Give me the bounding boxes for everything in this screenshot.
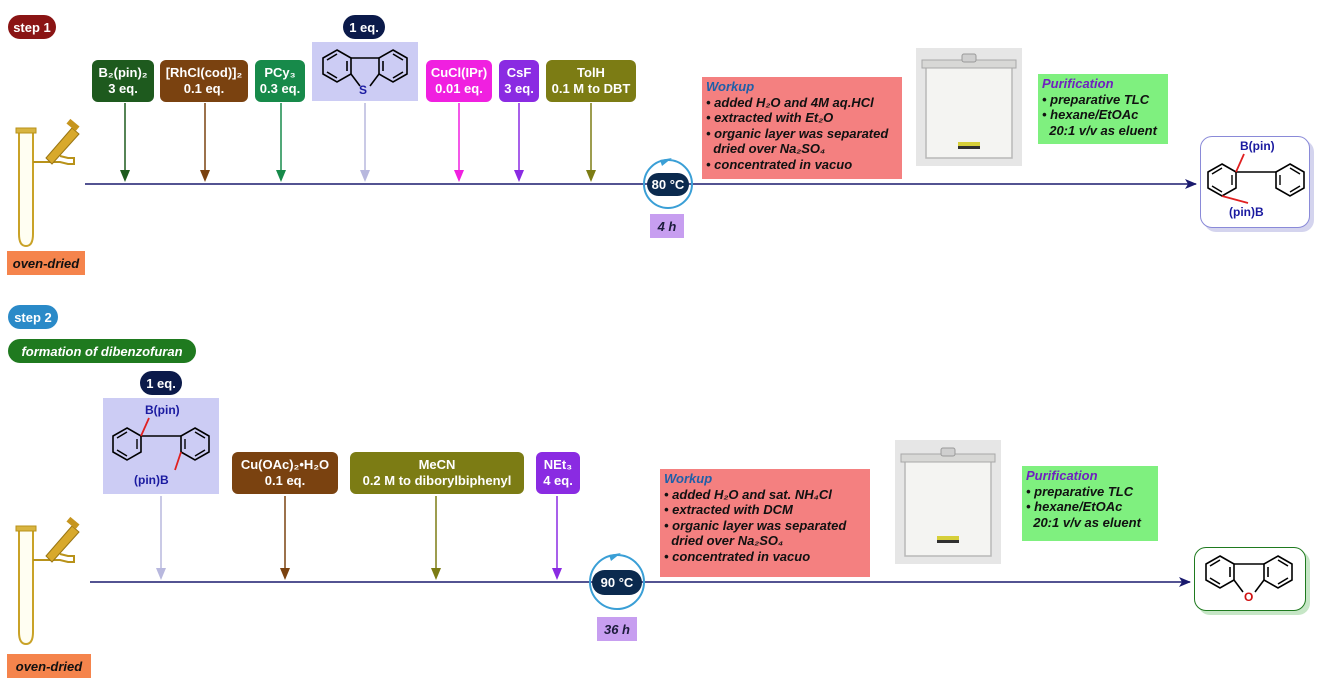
reagent-cucl-ipr: CuCl(IPr) 0.01 eq. bbox=[426, 60, 492, 102]
purification-title: Purification bbox=[1042, 76, 1114, 91]
reagent-net3: NEt₃ 4 eq. bbox=[536, 452, 580, 494]
step2-addition-arrows bbox=[156, 496, 562, 580]
substrate-bpin-bottom: (pin)B bbox=[134, 473, 169, 487]
workup-item: • extracted with DCM bbox=[664, 502, 793, 517]
workup-item: dried over Na₂SO₄ bbox=[706, 141, 826, 156]
step2-oven-dried-tag: oven-dried bbox=[7, 654, 91, 678]
step1-workup-box: Workup • added H₂O and 4M aq.HCl • extra… bbox=[702, 77, 902, 179]
reagent-amount: 0.1 M to DBT bbox=[551, 81, 631, 96]
reagent-amount: 0.2 M to diborylbiphenyl bbox=[362, 473, 512, 488]
dibenzothiophene-structure bbox=[322, 49, 408, 87]
reagent-name: PCy₃ bbox=[264, 65, 296, 80]
reagent-name: MeCN bbox=[418, 457, 456, 472]
reagent-name: NEt₃ bbox=[543, 457, 573, 472]
product-bpin-top: B(pin) bbox=[1240, 139, 1275, 153]
step1-dbt-box bbox=[312, 42, 418, 101]
reagent-name: Cu(OAc)₂•H₂O bbox=[240, 457, 330, 472]
reagent-name: B₂(pin)₂ bbox=[98, 65, 148, 80]
workup-item: • added H₂O and sat. NH₄Cl bbox=[664, 486, 832, 502]
oxygen-atom-label: O bbox=[1244, 590, 1254, 604]
step2-workup-box: Workup • added H₂O and sat. NH₄Cl • extr… bbox=[660, 469, 870, 577]
purification-item: • hexane/EtOAc bbox=[1026, 499, 1123, 514]
step1-addition-arrows bbox=[120, 103, 596, 182]
purification-item: • preparative TLC bbox=[1026, 483, 1134, 499]
step2-substrate-box bbox=[103, 398, 219, 494]
purification-item: • hexane/EtOAc bbox=[1042, 107, 1139, 122]
product-bpin-bottom: (pin)B bbox=[1229, 205, 1264, 219]
reagent-name: [RhCl(cod)]₂ bbox=[165, 65, 243, 80]
reagent-amount: 3 eq. bbox=[108, 81, 138, 96]
reagent-rhcl-cod: [RhCl(cod)]₂ 0.1 eq. bbox=[160, 60, 248, 102]
step1-tlc-jar-icon bbox=[916, 48, 1022, 166]
workup-item: • concentrated in vacuo bbox=[664, 548, 811, 564]
reagent-name: TolH bbox=[577, 65, 605, 80]
purification-item: • preparative TLC bbox=[1042, 91, 1150, 107]
step2-purification-box: Purification • preparative TLC • hexane/… bbox=[1022, 466, 1158, 541]
step2-subtitle: formation of dibenzofuran bbox=[8, 339, 196, 363]
reagent-name: CsF bbox=[506, 65, 532, 80]
step1-temperature: 80 °C bbox=[647, 173, 689, 196]
workup-title: Workup bbox=[706, 79, 755, 94]
step2-flask-icon bbox=[15, 516, 80, 646]
reagent-tolh: TolH 0.1 M to DBT bbox=[546, 60, 636, 102]
workup-item: • concentrated in vacuo bbox=[706, 156, 853, 172]
reagent-mecn: MeCN 0.2 M to diborylbiphenyl bbox=[350, 452, 524, 494]
reagent-amount: 0.3 eq. bbox=[259, 81, 301, 96]
reagent-name: CuCl(IPr) bbox=[430, 65, 488, 80]
purification-item: 20:1 v/v as eluent bbox=[1026, 514, 1141, 530]
step2-tlc-jar-icon bbox=[895, 440, 1001, 564]
workup-item: • organic layer was separated bbox=[664, 517, 847, 533]
step1-product-box bbox=[1200, 136, 1310, 228]
purification-item: 20:1 v/v as eluent bbox=[1042, 122, 1157, 138]
workup-item: • added H₂O and 4M aq.HCl bbox=[706, 94, 874, 110]
sulfur-atom-label: S bbox=[359, 83, 368, 97]
step2-badge: step 2 bbox=[8, 305, 58, 329]
step1-duration: 4 h bbox=[650, 214, 684, 238]
workup-item: • extracted with Et₂O bbox=[706, 110, 834, 125]
reagent-amount: 0.01 eq. bbox=[435, 81, 483, 96]
step2-duration: 36 h bbox=[597, 617, 637, 641]
reagent-amount: 3 eq. bbox=[504, 81, 534, 96]
workup-title: Workup bbox=[664, 471, 713, 486]
step1-oven-dried-tag: oven-dried bbox=[7, 251, 85, 275]
step2-temperature: 90 °C bbox=[592, 570, 642, 595]
reagent-pcy3: PCy₃ 0.3 eq. bbox=[255, 60, 305, 102]
step2-stir-arrow-icon bbox=[609, 553, 621, 561]
purification-title: Purification bbox=[1026, 468, 1098, 483]
step1-stir-arrow-icon bbox=[660, 158, 672, 166]
step2-product-structure-overlay bbox=[1205, 555, 1293, 593]
reagent-amount: 4 eq. bbox=[543, 473, 573, 488]
reagent-amount: 0.1 eq. bbox=[264, 473, 306, 488]
reagent-csf: CsF 3 eq. bbox=[499, 60, 539, 102]
reagent-amount: 0.1 eq. bbox=[183, 81, 225, 96]
step1-purification-box: Purification • preparative TLC • hexane/… bbox=[1038, 74, 1168, 144]
workup-item: • organic layer was separated bbox=[706, 125, 889, 141]
step1-flask-icon bbox=[15, 118, 80, 248]
reagent-b2pin2: B₂(pin)₂ 3 eq. bbox=[92, 60, 154, 102]
step1-product-structure-overlay bbox=[1207, 153, 1305, 204]
step2-eq-badge: 1 eq. bbox=[140, 371, 182, 395]
substrate-bpin-top: B(pin) bbox=[145, 403, 180, 417]
step1-eq-badge: 1 eq. bbox=[343, 15, 385, 39]
workup-item: dried over Na₂SO₄ bbox=[664, 533, 784, 548]
reagent-cu-oac: Cu(OAc)₂•H₂O 0.1 eq. bbox=[232, 452, 338, 494]
step2-substrate-structure-overlay bbox=[112, 417, 210, 471]
step1-badge: step 1 bbox=[8, 15, 56, 39]
